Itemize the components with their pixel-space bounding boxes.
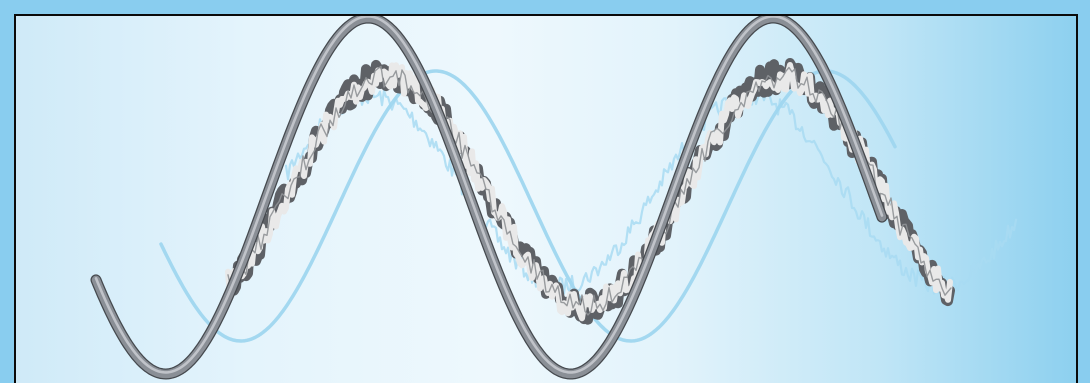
smooth-gray-sine-wave: [90, 16, 888, 380]
noisy-gray-wave: [223, 58, 955, 325]
wave-illustration: [90, 16, 1018, 380]
noisy-ghost-wave: [284, 87, 1018, 295]
light-blue-sine-wave: [159, 69, 897, 343]
figure-panel: [14, 14, 1078, 383]
